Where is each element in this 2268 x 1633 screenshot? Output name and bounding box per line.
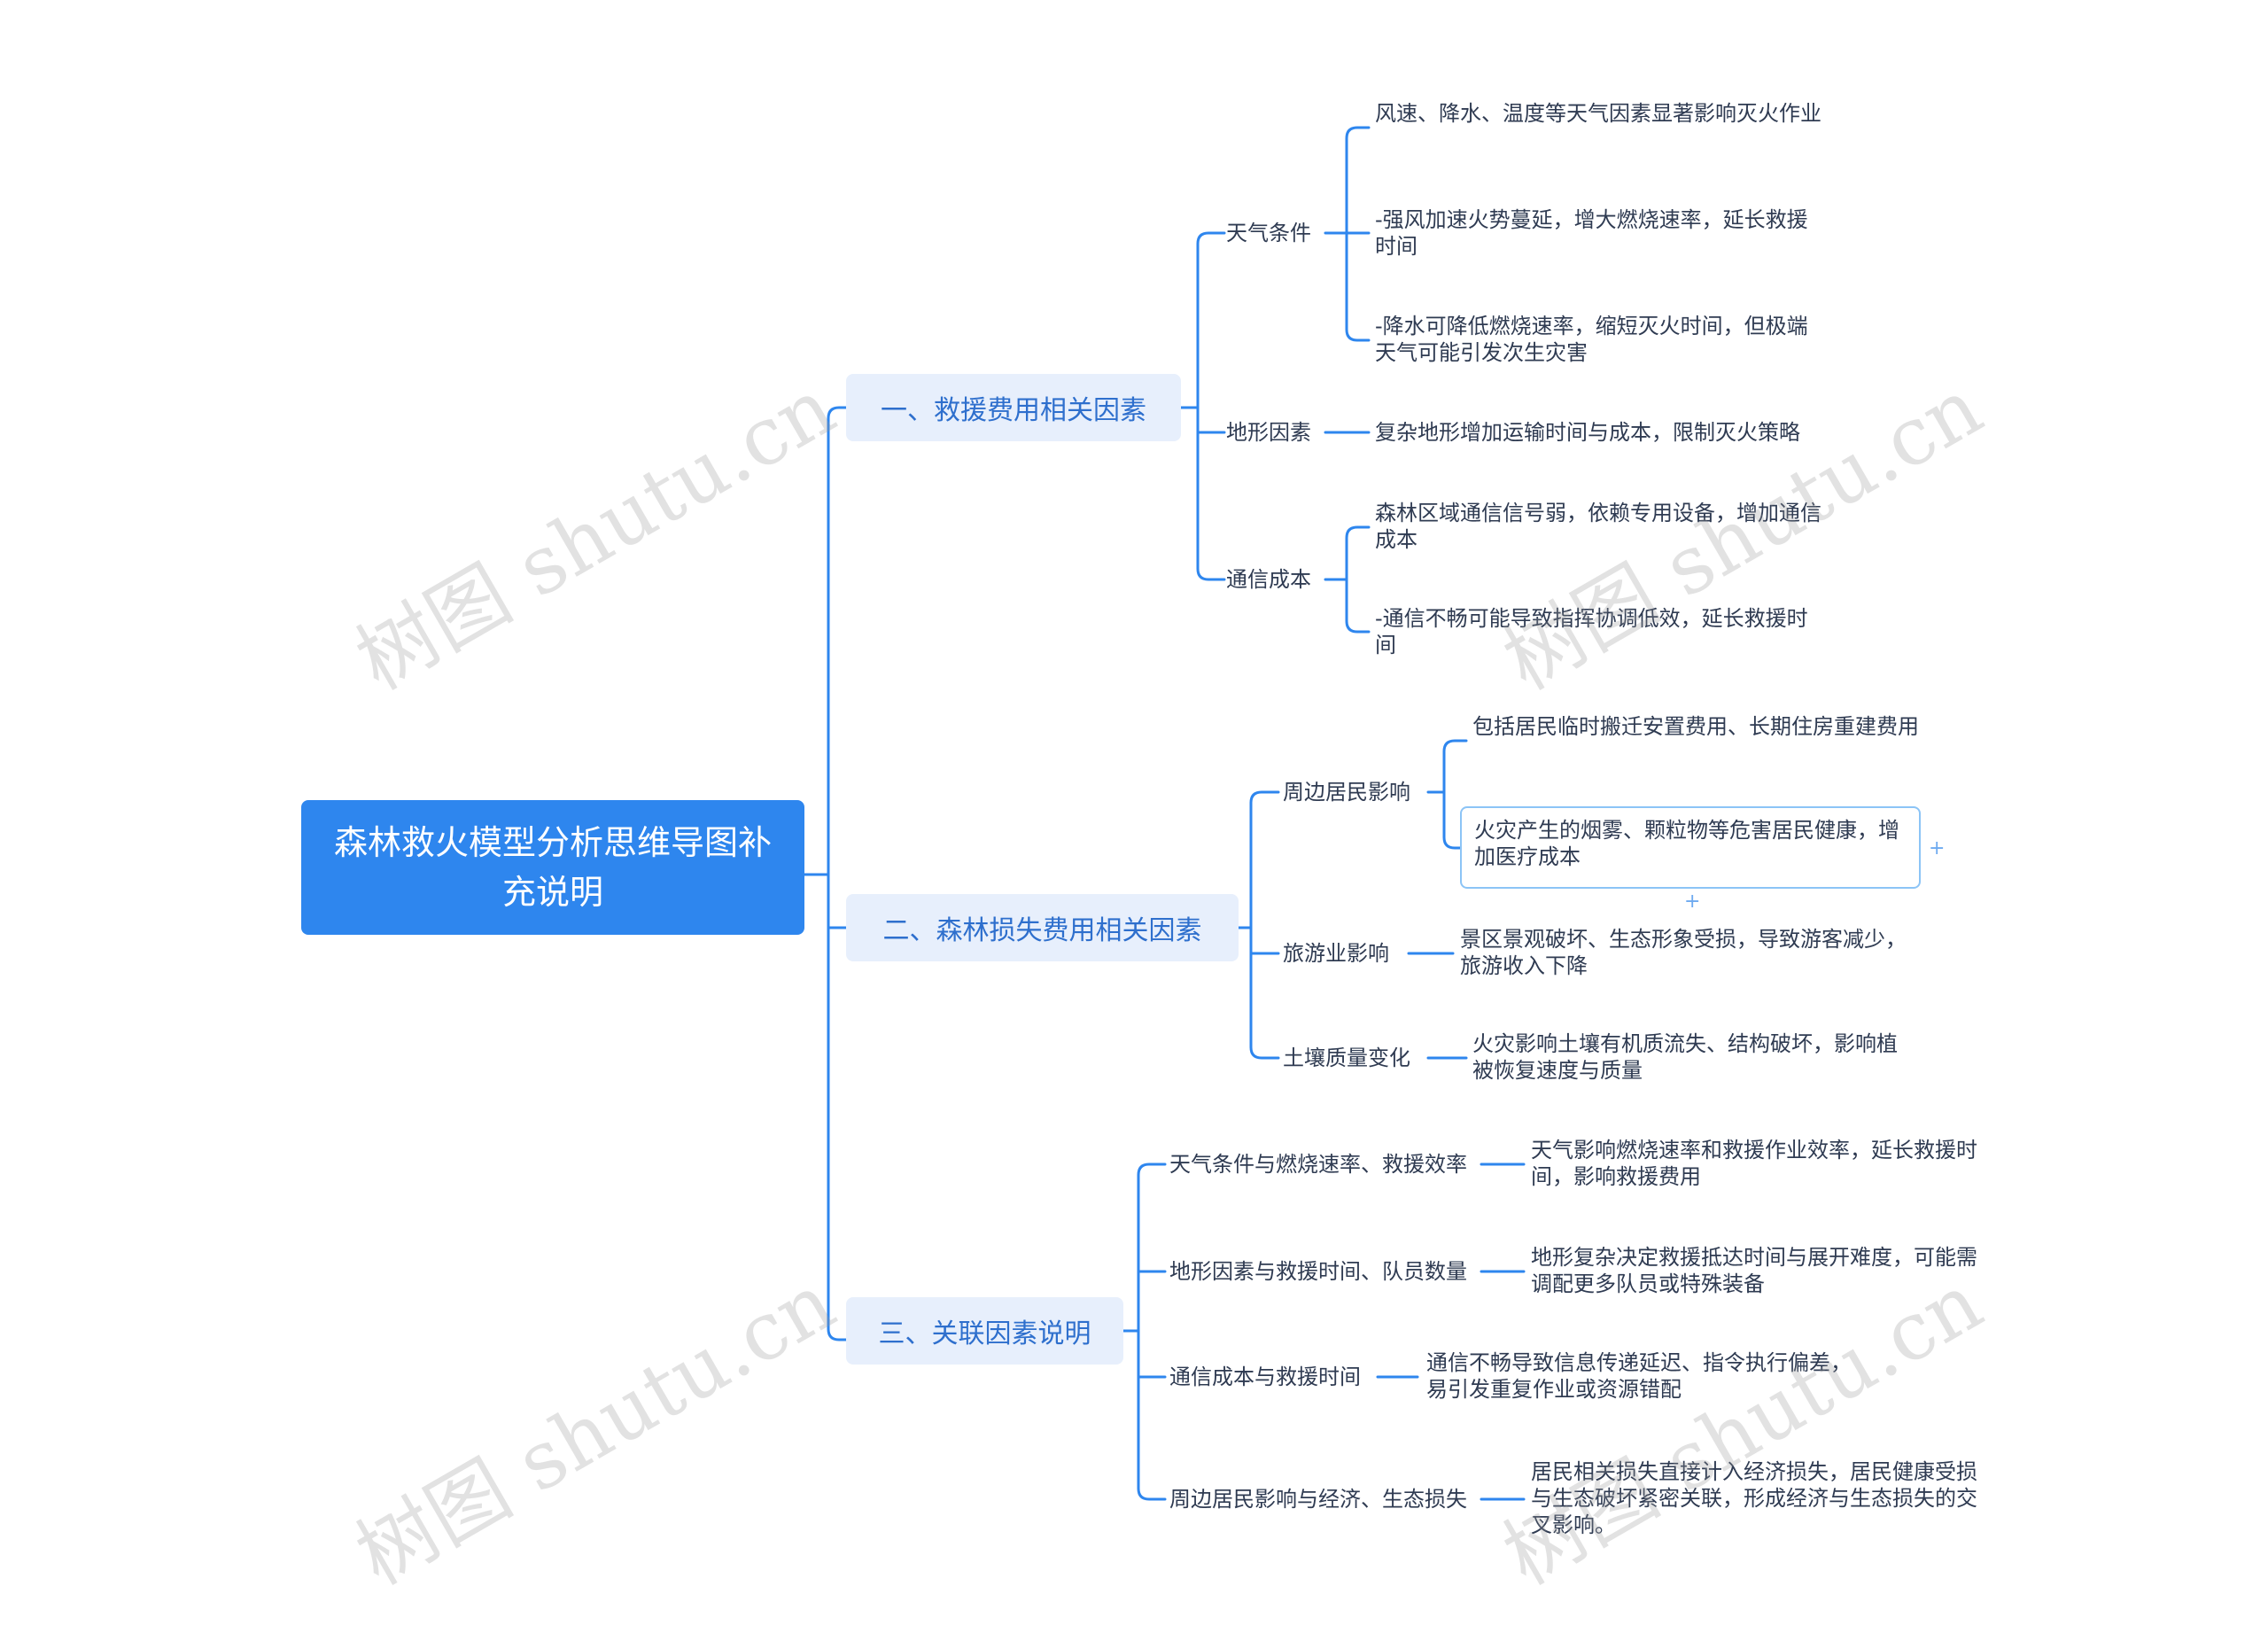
branch-rescue-cost-label: 一、救援费用相关因素 bbox=[881, 395, 1146, 426]
link-residents-to-leaf-2 bbox=[1442, 790, 1462, 850]
subtopic-weather-label: 天气条件 bbox=[1226, 221, 1311, 245]
leaf-residents-loss-1-text: 居民相关损失直接计入经济损失，居民健康受损与生态破坏紧密关联，形成经济与生态损失… bbox=[1531, 1459, 1977, 1537]
subtopic-weather-burning-label: 天气条件与燃烧速率、救援效率 bbox=[1169, 1152, 1467, 1177]
leaf-residents-2-text: 火灾产生的烟雾、颗粒物等危害居民健康，增加医疗成本 bbox=[1474, 818, 1899, 869]
leaf-residents-2[interactable]: 火灾产生的烟雾、颗粒物等危害居民健康，增加医疗成本 bbox=[1460, 806, 1921, 889]
leaf-comm-time-1[interactable]: 通信不畅导致信息传递延迟、指令执行偏差，易引发重复作业或资源错配 bbox=[1426, 1349, 1865, 1403]
root-topic[interactable]: 森林救火模型分析思维导图补充说明 bbox=[301, 800, 804, 935]
leaf-residents-1[interactable]: 包括居民临时搬迁安置费用、长期住房重建费用 bbox=[1472, 713, 1924, 740]
leaf-terrain-1-text: 复杂地形增加运输时间与成本，限制灭火策略 bbox=[1375, 420, 1800, 445]
link-b1-to-comm bbox=[1196, 406, 1226, 581]
branch-forest-loss-cost[interactable]: 二、森林损失费用相关因素 bbox=[846, 894, 1239, 961]
subtopic-comm-time-label: 通信成本与救援时间 bbox=[1169, 1365, 1361, 1389]
leaf-terrain-1[interactable]: 复杂地形增加运输时间与成本，限制灭火策略 bbox=[1375, 419, 1871, 446]
subtopic-tourism[interactable]: 旅游业影响 bbox=[1283, 940, 1389, 967]
leaf-terrain-time-1[interactable]: 地形复杂决定救援抵达时间与展开难度，可能需调配更多队员或特殊装备 bbox=[1531, 1244, 1983, 1297]
subtopic-terrain-label: 地形因素 bbox=[1226, 420, 1311, 445]
add-child-icon[interactable]: + bbox=[1684, 890, 1701, 913]
link-b3-to-rel-1 bbox=[1122, 1163, 1167, 1333]
branch-related-factors[interactable]: 三、关联因素说明 bbox=[846, 1297, 1123, 1365]
leaf-weather-2[interactable]: -强风加速火势蔓延，增大燃烧速率，延长救援时间 bbox=[1375, 206, 1814, 260]
leaf-comm-2[interactable]: -通信不畅可能导致指挥协调低效，延长救援时间 bbox=[1375, 605, 1814, 658]
leaf-comm-1-text: 森林区域通信信号弱，依赖专用设备，增加通信成本 bbox=[1375, 501, 1821, 552]
subtopic-terrain-time-label: 地形因素与救援时间、队员数量 bbox=[1169, 1259, 1467, 1284]
leaf-weather-3-text: -降水可降低燃烧速率，缩短灭火时间，但极端天气可能引发次生灾害 bbox=[1375, 314, 1808, 365]
leaf-residents-1-text: 包括居民临时搬迁安置费用、长期住房重建费用 bbox=[1472, 714, 1919, 739]
subtopic-communication[interactable]: 通信成本 bbox=[1226, 566, 1311, 593]
leaf-comm-1[interactable]: 森林区域通信信号弱，依赖专用设备，增加通信成本 bbox=[1375, 500, 1827, 553]
link-root-to-branch-3 bbox=[827, 873, 848, 1341]
branch-rescue-cost[interactable]: 一、救援费用相关因素 bbox=[846, 374, 1181, 441]
leaf-residents-loss-1[interactable]: 居民相关损失直接计入经济损失，居民健康受损与生态破坏紧密关联，形成经济与生态损失… bbox=[1531, 1458, 1983, 1538]
leaf-soil-1[interactable]: 火灾影响土壤有机质流失、结构破坏，影响植被恢复速度与质量 bbox=[1472, 1030, 1911, 1084]
subtopic-residents-label: 周边居民影响 bbox=[1283, 780, 1410, 805]
link-b3-to-rel-4 bbox=[1137, 1329, 1167, 1501]
link-b3-to-rel-2 bbox=[1137, 1270, 1167, 1333]
leaf-comm-2-text: -通信不畅可能导致指挥协调低效，延长救援时间 bbox=[1375, 606, 1808, 657]
leaf-weather-3[interactable]: -降水可降低燃烧速率，缩短灭火时间，但极端天气可能引发次生灾害 bbox=[1375, 313, 1814, 366]
link-root-to-branch-1 bbox=[803, 406, 848, 876]
link-b1-to-weather bbox=[1179, 231, 1226, 409]
leaf-weather-burning-1-text: 天气影响燃烧速率和救援作业效率，延长救援时间，影响救援费用 bbox=[1531, 1138, 1977, 1189]
link-comm-to-leaf-2 bbox=[1345, 578, 1371, 634]
link-weather-to-leaf-3 bbox=[1345, 231, 1371, 342]
link-b1-to-terrain bbox=[1196, 406, 1226, 434]
leaf-weather-1-text: 风速、降水、温度等天气因素显著影响灭火作业 bbox=[1375, 101, 1821, 126]
subtopic-comm-time[interactable]: 通信成本与救援时间 bbox=[1169, 1364, 1361, 1390]
root-topic-label: 森林救火模型分析思维导图补充说明 bbox=[333, 823, 772, 912]
link-b2-to-soil bbox=[1249, 926, 1280, 1060]
subtopic-tourism-label: 旅游业影响 bbox=[1283, 941, 1389, 966]
subtopic-terrain[interactable]: 地形因素 bbox=[1226, 419, 1311, 446]
branch-related-factors-label: 三、关联因素说明 bbox=[878, 1318, 1091, 1349]
add-sibling-icon[interactable]: + bbox=[1929, 837, 1946, 859]
link-residents-to-leaf-1 bbox=[1426, 739, 1468, 794]
subtopic-soil[interactable]: 土壤质量变化 bbox=[1283, 1045, 1410, 1071]
subtopic-residents[interactable]: 周边居民影响 bbox=[1283, 779, 1410, 805]
leaf-soil-1-text: 火灾影响土壤有机质流失、结构破坏，影响植被恢复速度与质量 bbox=[1472, 1031, 1898, 1083]
subtopic-residents-loss[interactable]: 周边居民影响与经济、生态损失 bbox=[1169, 1486, 1467, 1512]
leaf-tourism-1-text: 景区景观破坏、生态形象受损，导致游客减少，旅游收入下降 bbox=[1460, 927, 1907, 978]
link-weather-to-leaf-1 bbox=[1324, 126, 1371, 235]
leaf-terrain-time-1-text: 地形复杂决定救援抵达时间与展开难度，可能需调配更多队员或特殊装备 bbox=[1531, 1245, 1977, 1296]
link-b3-to-rel-3 bbox=[1137, 1329, 1167, 1379]
link-b2-to-tourism bbox=[1249, 926, 1280, 955]
leaf-comm-time-1-text: 通信不畅导致信息传递延迟、指令执行偏差，易引发重复作业或资源错配 bbox=[1426, 1350, 1852, 1402]
subtopic-residents-loss-label: 周边居民影响与经济、生态损失 bbox=[1169, 1487, 1467, 1512]
link-b2-to-residents bbox=[1237, 790, 1280, 929]
subtopic-communication-label: 通信成本 bbox=[1226, 567, 1311, 592]
subtopic-weather-burning[interactable]: 天气条件与燃烧速率、救援效率 bbox=[1169, 1151, 1467, 1178]
leaf-weather-burning-1[interactable]: 天气影响燃烧速率和救援作业效率，延长救援时间，影响救援费用 bbox=[1531, 1137, 1983, 1190]
branch-forest-loss-cost-label: 二、森林损失费用相关因素 bbox=[882, 915, 1202, 946]
subtopic-soil-label: 土壤质量变化 bbox=[1283, 1046, 1410, 1070]
subtopic-weather[interactable]: 天气条件 bbox=[1226, 220, 1311, 246]
leaf-tourism-1[interactable]: 景区景观破坏、生态形象受损，导致游客减少，旅游收入下降 bbox=[1460, 926, 1912, 979]
subtopic-terrain-time[interactable]: 地形因素与救援时间、队员数量 bbox=[1169, 1258, 1467, 1285]
leaf-weather-1[interactable]: 风速、降水、温度等天气因素显著影响灭火作业 bbox=[1375, 100, 1827, 127]
link-comm-to-leaf-1 bbox=[1324, 525, 1371, 581]
link-root-to-branch-2 bbox=[827, 873, 848, 929]
leaf-weather-2-text: -强风加速火势蔓延，增大燃烧速率，延长救援时间 bbox=[1375, 207, 1808, 259]
